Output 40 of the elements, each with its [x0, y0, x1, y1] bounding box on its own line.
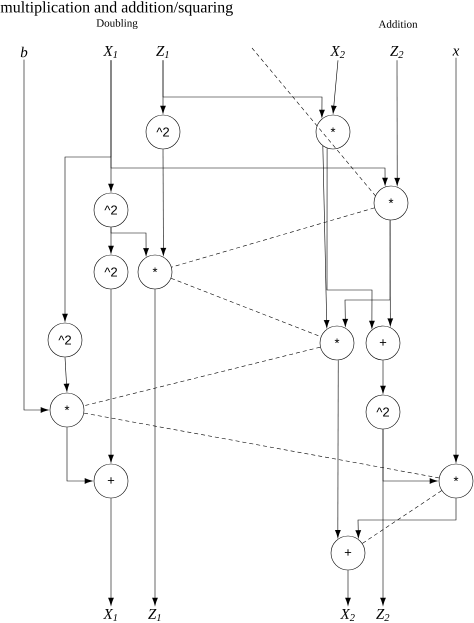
arrow	[152, 289, 158, 606]
arrow	[322, 146, 330, 328]
dashed-line	[362, 490, 442, 544]
dashed-line	[171, 208, 375, 268]
variable-label: X$_{2}$	[340, 609, 355, 621]
variable-label: Z$_{1}$	[156, 46, 168, 58]
variable-label: x	[452, 48, 460, 56]
arrow	[380, 429, 386, 606]
arrow	[335, 360, 341, 538]
arrow	[110, 227, 149, 256]
variable-label: Z$_{2}$	[376, 609, 390, 621]
dashed-line	[170, 278, 322, 338]
arrow	[331, 60, 338, 114]
arrow	[66, 427, 93, 484]
arrow	[64, 357, 70, 392]
arrow	[388, 220, 394, 326]
arrow	[162, 60, 325, 118]
variable-label: X$_{2}$	[330, 46, 345, 58]
variable-label: X$_{1}$	[103, 46, 117, 58]
section-label: Addition	[378, 20, 418, 28]
arrow	[394, 60, 400, 186]
arrow	[380, 360, 386, 394]
section-label: Doubling	[96, 19, 138, 29]
variable-label: X$_{1}$	[103, 609, 117, 621]
arrow	[24, 59, 49, 413]
variable-label: Z$_{2}$	[390, 46, 404, 58]
title: multiplication and addition/squaring	[0, 1, 233, 16]
arrow	[160, 149, 166, 256]
variable-label: b	[20, 46, 28, 58]
arrow	[453, 57, 459, 463]
variable-label: Z$_{1}$	[148, 609, 160, 621]
dashed-line	[84, 412, 440, 478]
dashed-line	[252, 48, 376, 196]
arrow	[108, 498, 114, 606]
arrow	[345, 570, 351, 606]
dashed-line	[84, 346, 320, 406]
arrow	[326, 148, 375, 329]
arrow	[355, 498, 456, 538]
arrow	[110, 60, 388, 186]
arrow	[108, 289, 114, 463]
